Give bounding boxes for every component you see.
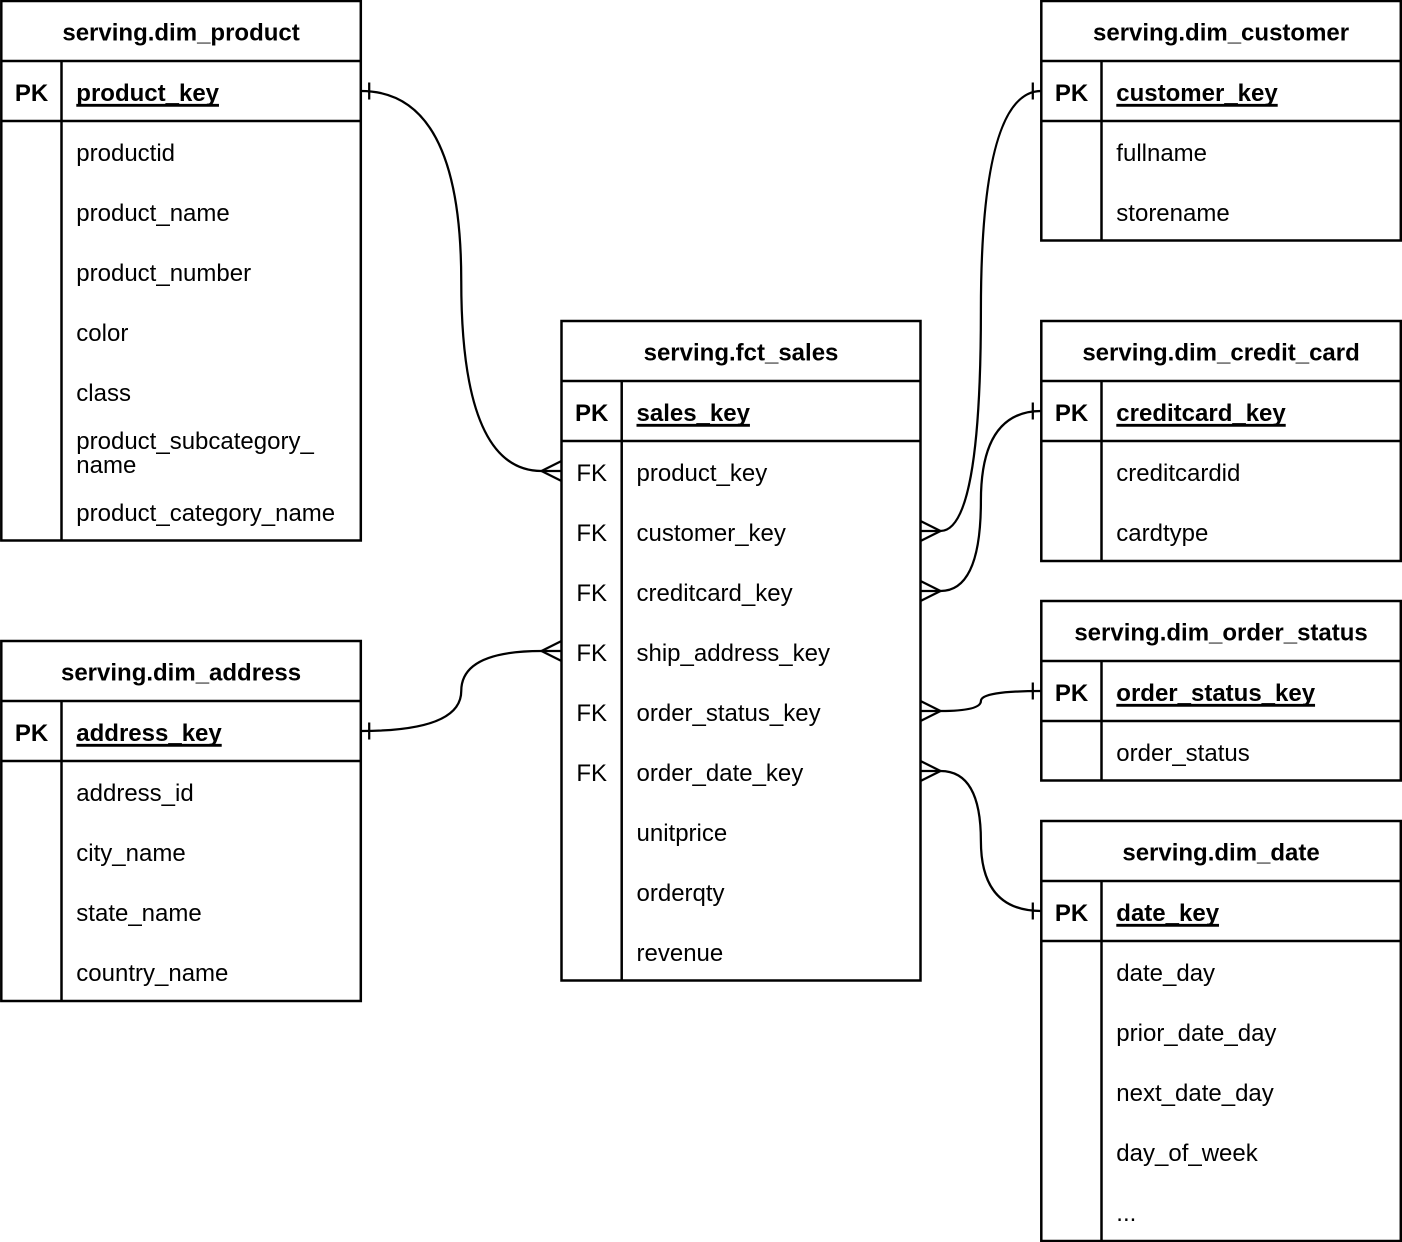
svg-text:city_name: city_name [76, 840, 185, 867]
svg-text:PK: PK [575, 400, 609, 427]
svg-text:FK: FK [576, 460, 607, 487]
svg-text:FK: FK [576, 760, 607, 787]
svg-text:FK: FK [576, 640, 607, 667]
svg-text:cardtype: cardtype [1116, 520, 1208, 547]
svg-text:color: color [76, 320, 128, 347]
svg-text:sales_key: sales_key [637, 400, 751, 427]
svg-text:fullname: fullname [1116, 140, 1207, 167]
svg-text:date_key: date_key [1116, 900, 1219, 927]
svg-text:creditcard_key: creditcard_key [1116, 400, 1286, 427]
svg-text:unitprice: unitprice [637, 820, 728, 847]
svg-text:order_status: order_status [1116, 740, 1249, 767]
svg-text:address_key: address_key [76, 720, 222, 747]
svg-text:customer_key: customer_key [1116, 80, 1278, 107]
svg-text:creditcardid: creditcardid [1116, 460, 1240, 487]
svg-text:serving.dim_address: serving.dim_address [61, 660, 301, 687]
svg-text:order_status_key: order_status_key [1116, 680, 1315, 707]
svg-text:serving.dim_order_status: serving.dim_order_status [1074, 620, 1367, 647]
svg-text:serving.dim_customer: serving.dim_customer [1093, 20, 1349, 47]
svg-text:PK: PK [1055, 680, 1089, 707]
svg-text:day_of_week: day_of_week [1116, 1140, 1258, 1167]
svg-text:FK: FK [576, 520, 607, 547]
svg-text:prior_date_day: prior_date_day [1116, 1020, 1276, 1047]
svg-text:state_name: state_name [76, 900, 201, 927]
svg-text:storename: storename [1116, 200, 1229, 227]
svg-text:order_status_key: order_status_key [637, 700, 821, 727]
svg-text:product_category_name: product_category_name [76, 500, 335, 527]
svg-text:productid: productid [76, 140, 175, 167]
svg-text:product_name: product_name [76, 200, 229, 227]
svg-text:orderqty: orderqty [637, 880, 725, 907]
svg-text:PK: PK [1055, 400, 1089, 427]
svg-text:FK: FK [576, 580, 607, 607]
svg-text:date_day: date_day [1116, 960, 1215, 987]
svg-text:name: name [76, 452, 136, 479]
svg-text:order_date_key: order_date_key [637, 760, 804, 787]
svg-text:revenue: revenue [637, 940, 724, 967]
svg-text:product_key: product_key [76, 80, 219, 107]
svg-text:serving.dim_date: serving.dim_date [1122, 840, 1319, 867]
svg-text:...: ... [1116, 1200, 1136, 1227]
svg-text:class: class [76, 380, 131, 407]
svg-text:PK: PK [15, 80, 49, 107]
svg-text:next_date_day: next_date_day [1116, 1080, 1273, 1107]
svg-text:PK: PK [1055, 80, 1089, 107]
svg-text:country_name: country_name [76, 960, 228, 987]
svg-text:address_id: address_id [76, 780, 193, 807]
svg-text:PK: PK [1055, 900, 1089, 927]
svg-text:product_number: product_number [76, 260, 251, 287]
svg-text:customer_key: customer_key [637, 520, 786, 547]
svg-text:FK: FK [576, 700, 607, 727]
svg-text:serving.fct_sales: serving.fct_sales [644, 340, 839, 367]
svg-text:ship_address_key: ship_address_key [637, 640, 830, 667]
svg-text:PK: PK [15, 720, 49, 747]
svg-text:product_key: product_key [637, 460, 768, 487]
svg-text:product_subcategory_: product_subcategory_ [76, 428, 314, 455]
svg-text:serving.dim_credit_card: serving.dim_credit_card [1082, 340, 1359, 367]
svg-text:serving.dim_product: serving.dim_product [62, 20, 299, 47]
svg-text:creditcard_key: creditcard_key [637, 580, 793, 607]
